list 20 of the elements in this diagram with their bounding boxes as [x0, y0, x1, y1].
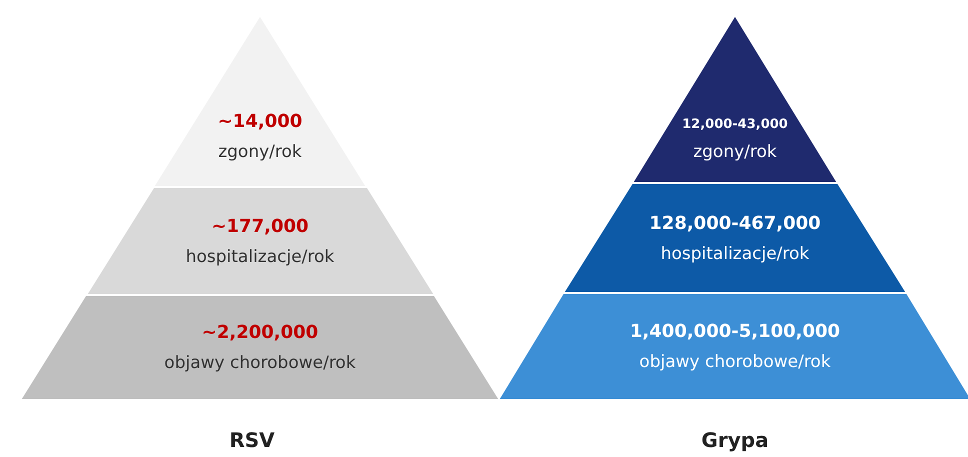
count-value: 1,400,000-5,100,000 [630, 321, 840, 342]
tier-caption: zgony/rok [693, 142, 777, 162]
count-value: ~177,000 [211, 216, 309, 236]
count-value: ~14,000 [218, 110, 302, 132]
tier-caption: hospitalizacje/rok [186, 246, 334, 266]
pyramid-tier [20, 295, 500, 400]
count-value: 128,000-467,000 [649, 212, 821, 234]
pyramid-title: Grypa [701, 428, 769, 452]
pyramid-apex [153, 15, 367, 187]
pyramid-tier [563, 183, 907, 293]
count-value: 12,000-43,000 [682, 116, 788, 132]
pyramid-title: RSV [229, 428, 275, 452]
pyramid-tier [86, 187, 434, 295]
tier-caption: objawy chorobowe/rok [164, 353, 356, 373]
pyramid-tier [498, 293, 968, 400]
count-value: ~2,200,000 [202, 322, 318, 343]
tier-caption: objawy chorobowe/rok [639, 352, 831, 372]
tier-caption: hospitalizacje/rok [660, 244, 810, 264]
pyramid-apex [632, 15, 838, 183]
tier-caption: zgony/rok [218, 142, 302, 162]
